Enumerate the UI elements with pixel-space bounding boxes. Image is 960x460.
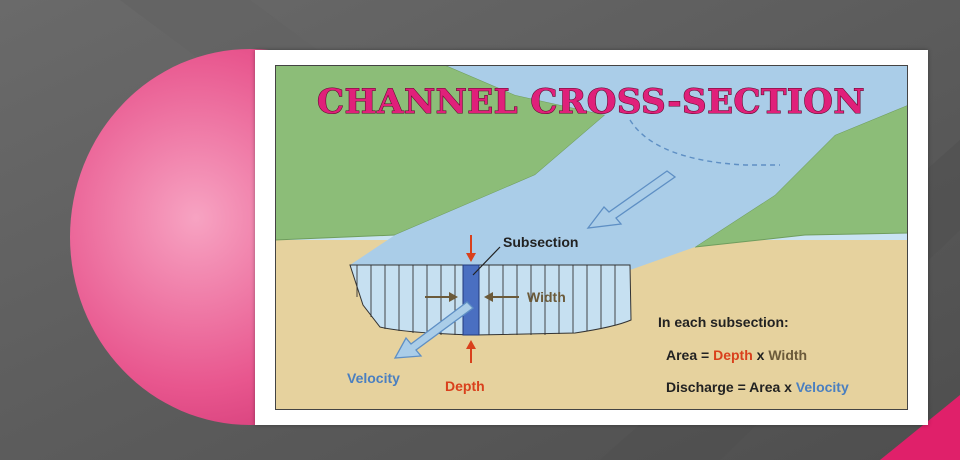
discharge-prefix: Discharge = Area x [666, 379, 796, 395]
channel-diagram: CHANNEL CROSS-SECTION Subsection Width V… [275, 65, 908, 410]
depth-label: Depth [445, 378, 485, 394]
diagram-title: CHANNEL CROSS-SECTION [317, 82, 865, 122]
subsection-pointer-line [472, 246, 501, 276]
discharge-formula: Discharge = Area x Velocity [666, 379, 849, 395]
subsection-label: Subsection [503, 234, 578, 250]
river-depth-dashed-line [629, 119, 780, 166]
highlighted-subsection [462, 264, 480, 336]
width-label: Width [527, 289, 566, 305]
river-water [350, 65, 908, 270]
depth-arrow-top-icon [466, 235, 476, 262]
velocity-label: Velocity [347, 370, 400, 386]
area-formula: Area = Depth x Width [666, 347, 807, 363]
formula-heading: In each subsection: [658, 314, 789, 330]
width-arrow-left-icon [425, 292, 458, 302]
diagram-card: CHANNEL CROSS-SECTION Subsection Width V… [255, 50, 928, 425]
pink-corner-decoration [880, 395, 960, 460]
discharge-velocity-term: Velocity [796, 379, 849, 395]
area-prefix: Area = [666, 347, 713, 363]
area-times: x [753, 347, 769, 363]
area-depth-term: Depth [713, 347, 753, 363]
flow-arrow-icon [586, 170, 677, 229]
area-width-term: Width [768, 347, 807, 363]
depth-arrow-bottom-icon [466, 340, 476, 363]
width-arrow-right-icon [484, 292, 519, 302]
diagram-frame [275, 65, 908, 410]
velocity-arrow-icon [393, 301, 474, 359]
